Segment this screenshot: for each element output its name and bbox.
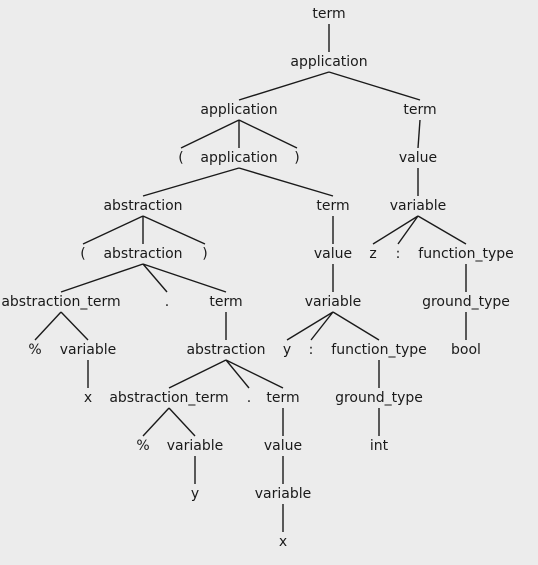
tree-edge bbox=[142, 407, 170, 437]
node-abstraction: abstraction bbox=[186, 342, 265, 358]
node-application: application bbox=[200, 102, 277, 118]
node-y: y bbox=[191, 486, 199, 502]
tree-edge bbox=[332, 311, 380, 341]
node-function-type: function_type bbox=[418, 246, 513, 262]
tree-edge bbox=[142, 263, 168, 293]
tree-edge bbox=[417, 119, 421, 149]
node-term: term bbox=[266, 390, 299, 406]
node-x: x bbox=[84, 390, 92, 406]
node-x: x bbox=[279, 534, 287, 550]
node-close-paren: ) bbox=[294, 150, 299, 166]
node-value: value bbox=[314, 246, 352, 262]
node-y: y bbox=[283, 342, 291, 358]
node-variable: variable bbox=[255, 486, 311, 502]
node-term: term bbox=[316, 198, 349, 214]
tree-edge bbox=[34, 311, 62, 341]
node-int: int bbox=[370, 438, 389, 454]
node-value: value bbox=[399, 150, 437, 166]
node-dot: . bbox=[247, 390, 251, 406]
node-open-paren: ( bbox=[178, 150, 183, 166]
node-colon: : bbox=[309, 342, 314, 358]
tree-edge bbox=[142, 263, 227, 293]
node-close-paren: ) bbox=[202, 246, 207, 262]
tree-edge bbox=[417, 215, 467, 245]
tree-edge bbox=[60, 263, 144, 293]
tree-edge bbox=[328, 71, 421, 101]
tree-edge bbox=[225, 359, 250, 389]
node-variable: variable bbox=[60, 342, 116, 358]
tree-edge bbox=[310, 311, 334, 341]
node-percent: % bbox=[136, 438, 149, 454]
tree-edge bbox=[168, 407, 196, 437]
node-open-paren: ( bbox=[80, 246, 85, 262]
tree-edge bbox=[142, 167, 240, 197]
tree-edge bbox=[286, 311, 334, 341]
node-abstraction: abstraction bbox=[103, 198, 182, 214]
tree-edge bbox=[225, 359, 284, 389]
node-term: term bbox=[209, 294, 242, 310]
node-abstraction-term: abstraction_term bbox=[109, 390, 228, 406]
tree-edge bbox=[238, 71, 330, 101]
tree-edges bbox=[34, 24, 467, 532]
tree-edge bbox=[238, 119, 298, 149]
tree-edge bbox=[60, 311, 89, 341]
tree-edge bbox=[82, 215, 144, 245]
tree-edge bbox=[397, 215, 419, 245]
tree-edge bbox=[372, 215, 419, 245]
node-variable: variable bbox=[167, 438, 223, 454]
node-ground-type: ground_type bbox=[422, 294, 510, 310]
node-function-type: function_type bbox=[331, 342, 426, 358]
node-ground-type: ground_type bbox=[335, 390, 423, 406]
tree-edge bbox=[180, 119, 240, 149]
node-application: application bbox=[200, 150, 277, 166]
node-term: term bbox=[312, 6, 345, 22]
tree-edge bbox=[168, 359, 227, 389]
node-variable: variable bbox=[390, 198, 446, 214]
tree-edge bbox=[238, 167, 334, 197]
node-bool: bool bbox=[451, 342, 481, 358]
node-value: value bbox=[264, 438, 302, 454]
node-dot: . bbox=[165, 294, 169, 310]
node-variable: variable bbox=[305, 294, 361, 310]
node-term: term bbox=[403, 102, 436, 118]
node-z: z bbox=[369, 246, 376, 262]
node-application: application bbox=[290, 54, 367, 70]
tree-edge bbox=[142, 215, 206, 245]
node-abstraction-term: abstraction_term bbox=[1, 294, 120, 310]
tree-labels: term application application ( application ab… bbox=[1, 6, 513, 550]
node-percent: % bbox=[28, 342, 41, 358]
node-colon: : bbox=[396, 246, 401, 262]
node-abstraction: abstraction bbox=[103, 246, 182, 262]
